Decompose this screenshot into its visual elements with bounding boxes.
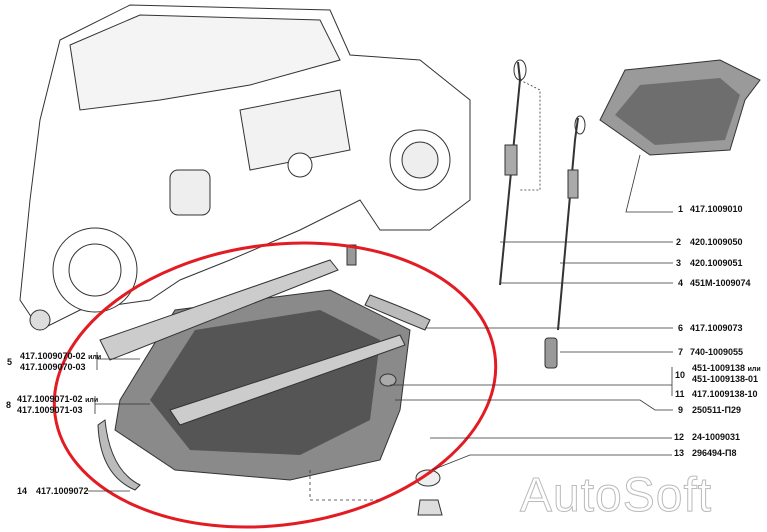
or-text: или [85,397,99,404]
engine-block [19,4,471,331]
dipsticks [499,59,586,331]
callout-10-code: 451-1009138 или [692,363,761,375]
callout-9-code: 250511-П29 [692,405,742,415]
callout-10-number: 10 [675,370,686,380]
callout-2-code: 420.1009050 [690,237,743,247]
watermark-logo: AutoSoft [519,469,713,523]
callout-8-number: 8 [6,400,12,410]
callout-14-number: 14 [17,486,28,496]
code-text: 451-1009138 [692,363,746,373]
oil-pan-main [97,244,558,516]
callout-6-code: 417.1009073 [690,323,743,333]
callout-11-number: 11 [675,389,685,399]
callout-1-number: 1 [678,204,684,214]
code-text: 417.1009071-02 [17,394,83,404]
leader-lines [88,79,673,501]
callout-7-number: 7 [678,347,684,357]
callout-9-number: 9 [678,405,684,415]
callout-3-number: 3 [676,258,682,268]
callout-2-number: 2 [676,237,682,247]
callout-7-code: 740-1009055 [690,347,744,357]
callout-12-code: 24-1009031 [692,432,741,442]
callout-1-code: 417.1009010 [690,204,743,214]
code-text: 417.1009070-02 [20,351,86,361]
callout-13-code: 296494-П8 [692,448,737,458]
callout-5-number: 5 [7,357,13,367]
callout-14-code: 417.1009072 [36,486,89,496]
or-text: или [747,366,761,373]
highlight-ellipse [52,241,498,529]
or-text: или [88,354,102,361]
oil-pan-small [599,59,761,156]
callout-4-number: 4 [678,278,684,288]
callout-13-number: 13 [674,448,685,458]
callout-5-code-alt: 417.1009070-03 [20,362,86,372]
callout-10-code-alt: 451-1009138-01 [692,374,759,384]
callout-4-code: 451М-1009074 [690,278,751,288]
callout-3-code: 420.1009051 [690,258,743,268]
callout-6-number: 6 [678,323,684,333]
callout-12-number: 12 [674,432,685,442]
callout-8-code-alt: 417.1009071-03 [17,405,83,415]
callout-8-code: 417.1009071-02 или [17,394,98,406]
callout-11-code: 417.1009138-10 [692,389,758,399]
callout-5-code: 417.1009070-02 или [20,351,101,363]
